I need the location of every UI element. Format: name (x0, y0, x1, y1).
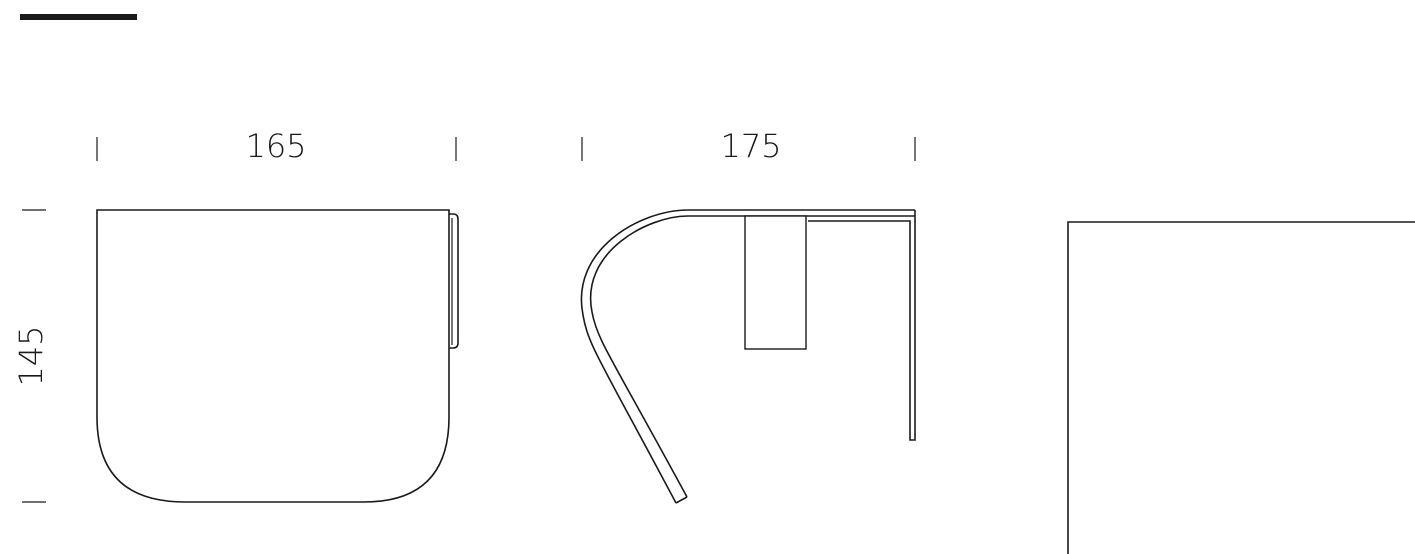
side-view-tube-end (675, 496, 688, 504)
height-dimension: 145 (12, 209, 50, 503)
side-view (580, 209, 916, 504)
side-width-dimension: 175 (581, 127, 916, 165)
front-view-bracket (449, 213, 459, 349)
side-view-tube-inner (589, 215, 915, 498)
front-width-dimension: 165 (96, 127, 457, 165)
front-width-label: 165 (245, 127, 306, 165)
side-view-tube-outer (580, 209, 915, 504)
front-view-body (96, 209, 450, 503)
side-view-clamp (744, 215, 807, 350)
side-view-back-leg (808, 216, 916, 441)
front-view (96, 209, 459, 503)
side-width-label: 175 (720, 127, 781, 165)
header-accent-bar (20, 14, 137, 20)
third-view-outline (1067, 221, 1415, 554)
height-label: 145 (12, 325, 50, 386)
third-view (1067, 221, 1415, 554)
